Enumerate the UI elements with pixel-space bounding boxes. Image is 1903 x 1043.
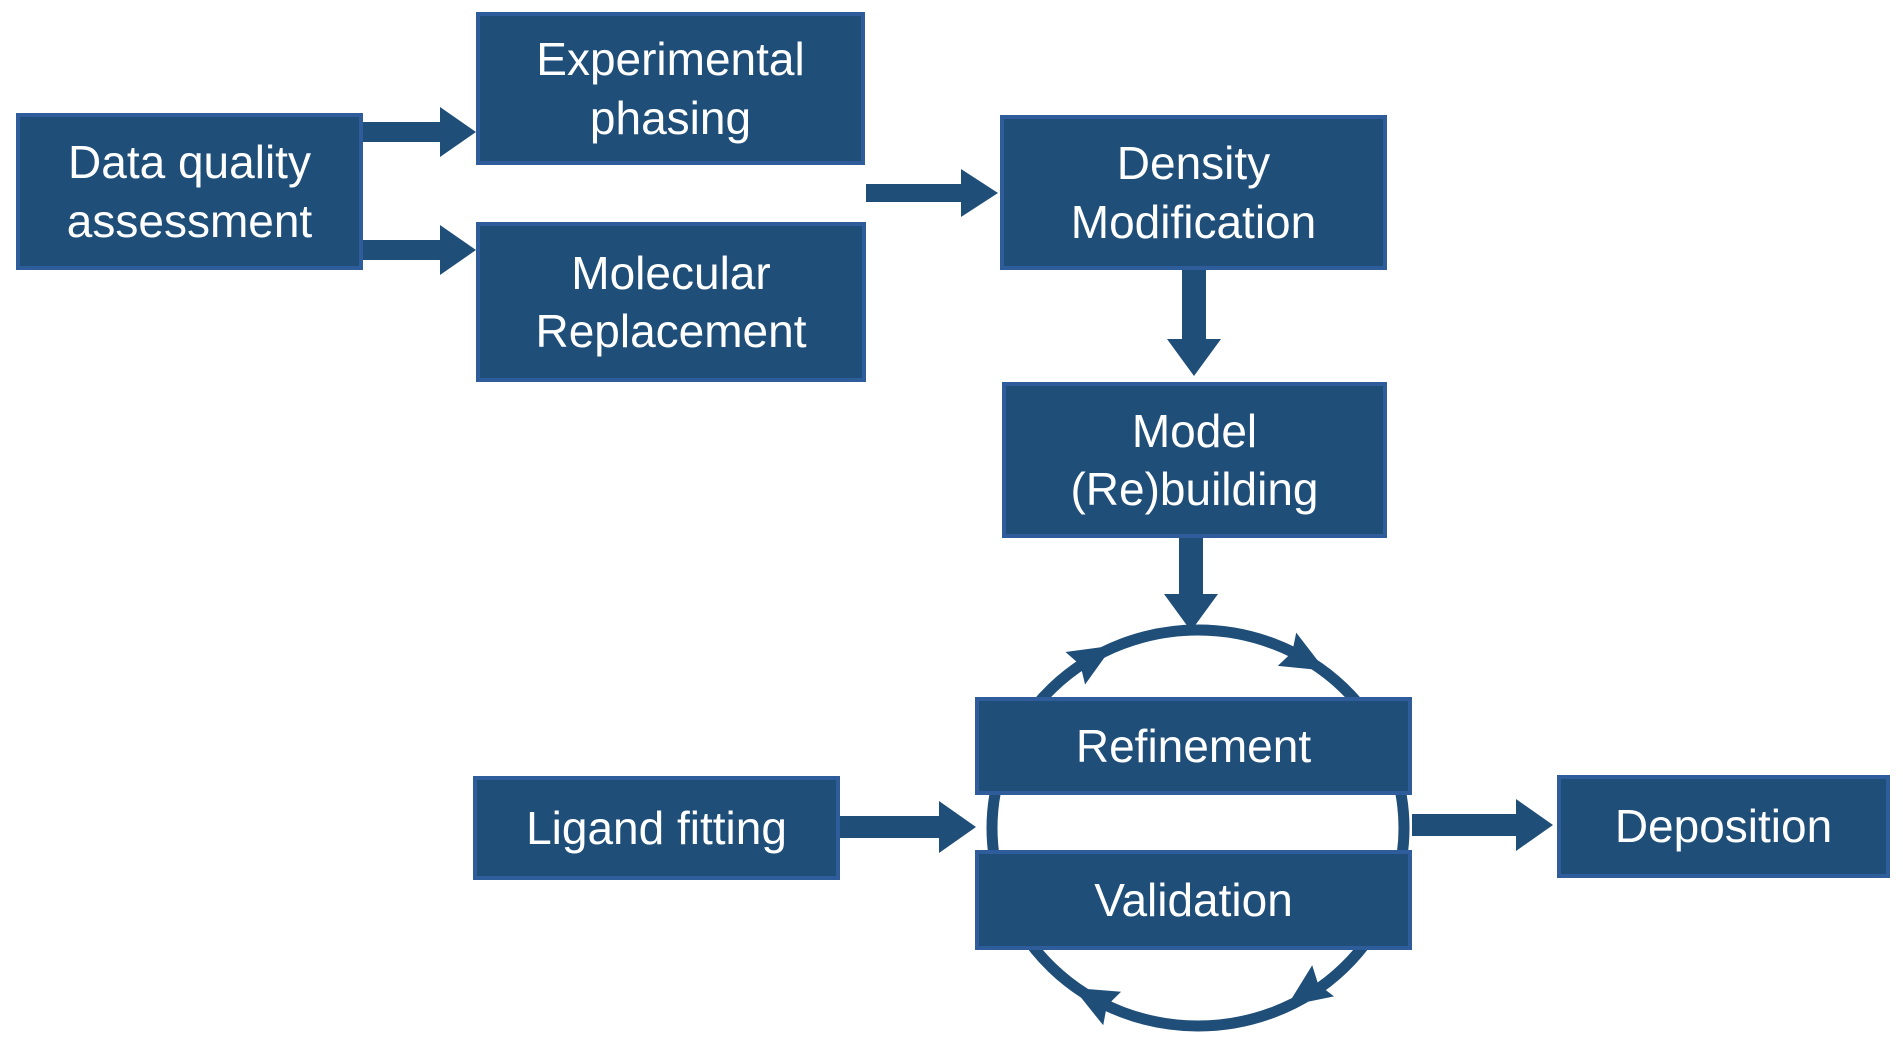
node-validation: Validation bbox=[975, 850, 1412, 950]
cycle-arrowhead-top-left bbox=[1065, 645, 1114, 685]
cycle-arrowhead-bottom-left bbox=[1073, 987, 1122, 1026]
node-label-line1: Deposition bbox=[1614, 800, 1833, 853]
node-data-quality-assessment: Data quality assessment bbox=[16, 113, 363, 270]
cycle-arrowhead-bottom-right bbox=[1287, 965, 1335, 1007]
node-label-line1: Experimental bbox=[536, 33, 805, 86]
arrow-dqa-to-molecular-replacement bbox=[363, 225, 476, 275]
node-label-line2: Replacement bbox=[535, 305, 807, 357]
node-label-line2: phasing bbox=[589, 91, 752, 144]
node-label-line2: assessment bbox=[66, 194, 313, 247]
node-label-line1: Molecular bbox=[571, 246, 771, 299]
node-label-line1: Model bbox=[1131, 404, 1258, 457]
arrow-dqa-to-experimental-phasing bbox=[363, 107, 476, 157]
node-label-line1: Ligand fitting bbox=[526, 801, 787, 854]
arrow-model-to-refinement-cycle bbox=[1164, 538, 1218, 631]
arrow-cycle-to-deposition bbox=[1412, 799, 1553, 851]
arrow-phasing-to-density-modification bbox=[866, 169, 998, 217]
node-refinement: Refinement bbox=[975, 697, 1412, 795]
node-label-line2: (Re)building bbox=[1070, 463, 1319, 515]
node-density-modification: Density Modification bbox=[1000, 115, 1387, 270]
arrow-ligand-to-refinement-cycle bbox=[840, 801, 976, 853]
node-label-line1: Validation bbox=[1094, 873, 1293, 926]
cycle-arrowhead-top-right bbox=[1277, 632, 1326, 671]
node-label-line1: Data quality bbox=[68, 136, 311, 189]
node-label-line1: Refinement bbox=[1075, 719, 1312, 772]
node-label-line1: Density bbox=[1116, 137, 1271, 190]
cycle-circle bbox=[986, 624, 1410, 1032]
node-experimental-phasing: Experimental phasing bbox=[476, 12, 865, 165]
arrow-density-to-model-rebuilding bbox=[1167, 270, 1221, 376]
node-label-line2: Modification bbox=[1070, 195, 1317, 248]
node-model-rebuilding: Model (Re)building bbox=[1002, 382, 1387, 538]
node-deposition: Deposition bbox=[1557, 775, 1890, 878]
node-molecular-replacement: Molecular Replacement bbox=[476, 222, 866, 382]
node-ligand-fitting: Ligand fitting bbox=[473, 776, 840, 880]
